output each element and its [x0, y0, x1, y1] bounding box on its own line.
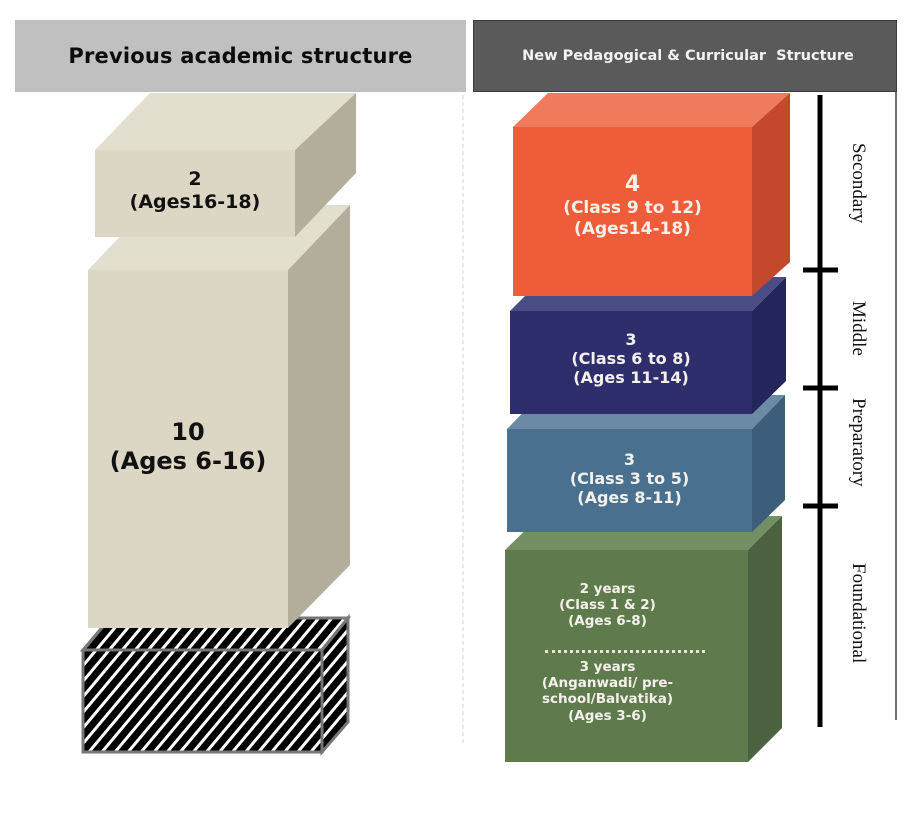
old-block-2-years: [95, 93, 356, 237]
secondary-years: 4: [624, 172, 641, 197]
preparatory-classes: (Class 3 to 5): [569, 469, 690, 489]
new-structure-title: New Pedagogical & Curricular Structure: [522, 48, 854, 64]
stage-label-middle: Middle: [848, 301, 869, 356]
foundational-divider: [545, 650, 705, 653]
foundational-part2-years: 3 years: [579, 659, 636, 675]
foundational-part2-ages: (Ages 3-6): [568, 707, 647, 724]
old-block-10-years-ages: (Ages 6-16): [109, 446, 267, 475]
old-block-2-years-count: 2: [188, 168, 202, 190]
foundational-part2-line1: (Anganwadi/ pre-: [541, 675, 674, 692]
old-block-10-years-count: 10: [171, 418, 205, 446]
preparatory-ages: (Ages 8-11): [577, 488, 682, 508]
new-structure-header: New Pedagogical & Curricular Structure: [473, 20, 897, 92]
secondary-block: [513, 93, 790, 296]
previous-structure-header: Previous academic structure: [15, 20, 466, 92]
old-block-2-years-label: 2 (Ages16-18): [95, 168, 295, 214]
middle-classes: (Class 6 to 8): [571, 349, 691, 369]
previous-structure-title: Previous academic structure: [68, 44, 413, 68]
preparatory-block-label: 3 (Class 3 to 5) (Ages 8-11): [507, 450, 752, 508]
secondary-classes: (Class 9 to 12): [563, 198, 702, 219]
stage-label-foundational: Foundational: [848, 563, 869, 664]
foundational-block: [505, 516, 782, 762]
foundational-part2-label: 3 years (Anganwadi/ pre- school/Balvatik…: [505, 659, 710, 724]
middle-block-label: 3 (Class 6 to 8) (Ages 11-14): [510, 330, 752, 388]
old-block-2-years-ages: (Ages16-18): [129, 190, 261, 213]
old-block-10-years: [88, 205, 350, 628]
middle-ages: (Ages 11-14): [573, 368, 689, 388]
stage-timeline: [803, 95, 838, 727]
foundational-part1-years: 2 years: [579, 581, 636, 597]
foundational-part1-label: 2 years (Class 1 & 2) (Ages 6-8): [505, 581, 710, 630]
stage-label-secondary: Secondary: [848, 143, 869, 224]
foundational-part2-line2: school/Balvatika): [541, 691, 674, 708]
preparatory-years: 3: [623, 450, 636, 469]
old-block-10-years-label: 10 (Ages 6-16): [88, 418, 288, 476]
stage-label-preparatory: Preparatory: [848, 398, 869, 487]
secondary-ages: (Ages14-18): [574, 218, 691, 239]
old-preschool-block: [79, 613, 352, 757]
foundational-part1-classes: (Class 1 & 2): [559, 597, 656, 614]
foundational-part1-ages: (Ages 6-8): [568, 613, 647, 630]
secondary-block-label: 4 (Class 9 to 12) (Ages14-18): [513, 172, 752, 239]
middle-years: 3: [625, 330, 637, 349]
